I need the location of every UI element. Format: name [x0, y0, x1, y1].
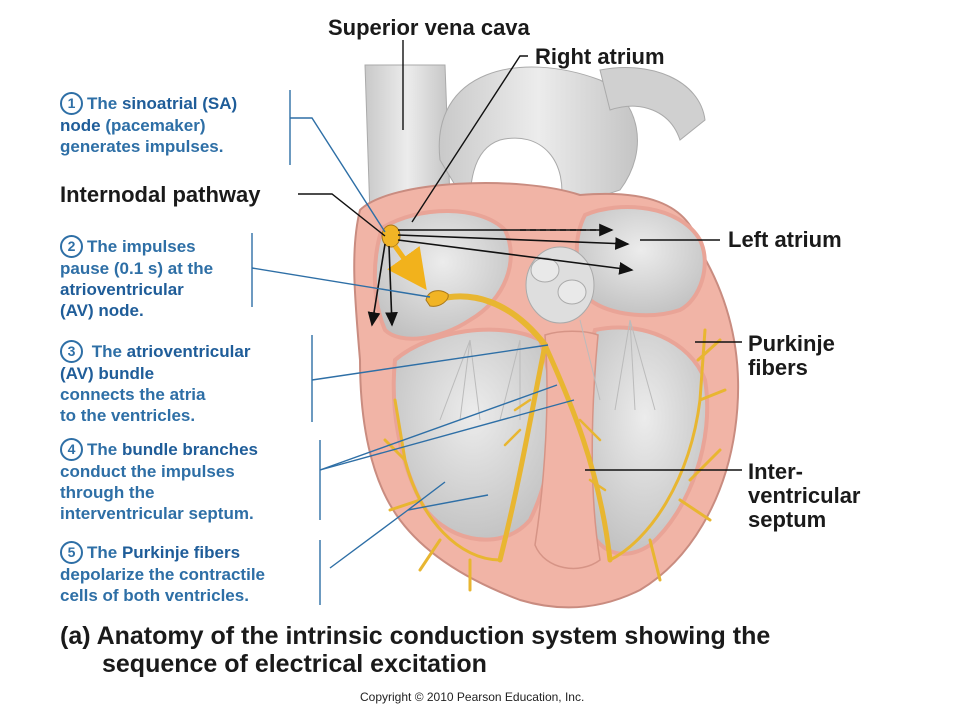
step-text: generates impulses.	[60, 137, 224, 156]
step-text: The impulses	[87, 237, 196, 256]
step-text: to the ventricles.	[60, 406, 196, 425]
step-text: conduct the impulses	[60, 462, 235, 481]
label-internodal-pathway: Internodal pathway	[60, 182, 261, 207]
interventricular-septum	[534, 330, 601, 570]
step-number: 1	[60, 92, 83, 115]
step-term: bundle branches	[121, 440, 258, 459]
label-interventricular-septum: Inter- ventricular septum	[748, 460, 861, 532]
step-term: Purkinje fibers	[121, 543, 241, 562]
caption-line1: (a) Anatomy of the intrinsic conduction …	[60, 622, 771, 650]
step-3: 3 The atrioventricular (AV) bundle conne…	[60, 340, 320, 426]
step-number: 2	[60, 235, 83, 258]
label-purkinje-line2: fibers	[748, 355, 808, 380]
label-superior-vena-cava: Superior vena cava	[328, 15, 530, 40]
step-text: interventricular septum.	[60, 504, 254, 523]
step-text: (pacemaker)	[100, 116, 206, 135]
step-term: atrioventricular	[126, 342, 251, 361]
step-number: 3	[60, 340, 83, 363]
right-bundle-branch	[497, 342, 548, 563]
step-text: through the	[60, 483, 155, 502]
figure-caption: (a) Anatomy of the intrinsic conduction …	[60, 622, 770, 678]
step-term: atrioventricular	[60, 280, 184, 299]
step-text: The	[87, 543, 122, 562]
impulse-arrows	[367, 223, 634, 327]
step-text: connects the atria	[60, 385, 206, 404]
label-right-atrium: Right atrium	[535, 44, 665, 69]
label-purkinje-line1: Purkinje	[748, 331, 835, 356]
step-text: pause (0.1 s) at the	[60, 259, 214, 278]
left-purkinje-fibers	[608, 328, 727, 582]
step-text: The	[87, 342, 127, 361]
step-term: node	[60, 116, 101, 135]
label-septum-line3: septum	[748, 507, 827, 532]
label-septum-line2: ventricular	[748, 483, 861, 508]
left-bundle-branch	[542, 342, 613, 563]
caption-line2: sequence of electrical excitation	[102, 650, 487, 678]
label-purkinje-fibers: Purkinje fibers	[748, 332, 835, 380]
av-node	[425, 290, 449, 307]
step-term: (AV) node.	[60, 301, 144, 320]
step-leaders	[251, 90, 575, 605]
step-text: The	[87, 94, 122, 113]
sa-to-av-arrow	[387, 244, 427, 291]
step-number: 4	[60, 438, 83, 461]
copyright-notice: Copyright © 2010 Pearson Education, Inc.	[360, 690, 585, 704]
conduction-system	[383, 293, 727, 592]
leader-lines	[298, 40, 742, 471]
step-term: (AV) bundle	[60, 364, 155, 383]
step-text: cells of both ventricles.	[60, 586, 249, 605]
step-number: 5	[60, 541, 83, 564]
step-text: The	[87, 440, 122, 459]
label-left-atrium: Left atrium	[728, 227, 842, 252]
step-text: depolarize the contractile	[60, 565, 265, 584]
left-atrium-chamber	[574, 205, 707, 318]
right-purkinje-fibers	[383, 398, 502, 592]
label-septum-line1: Inter-	[748, 459, 803, 484]
step-term: sinoatrial (SA)	[121, 94, 238, 113]
